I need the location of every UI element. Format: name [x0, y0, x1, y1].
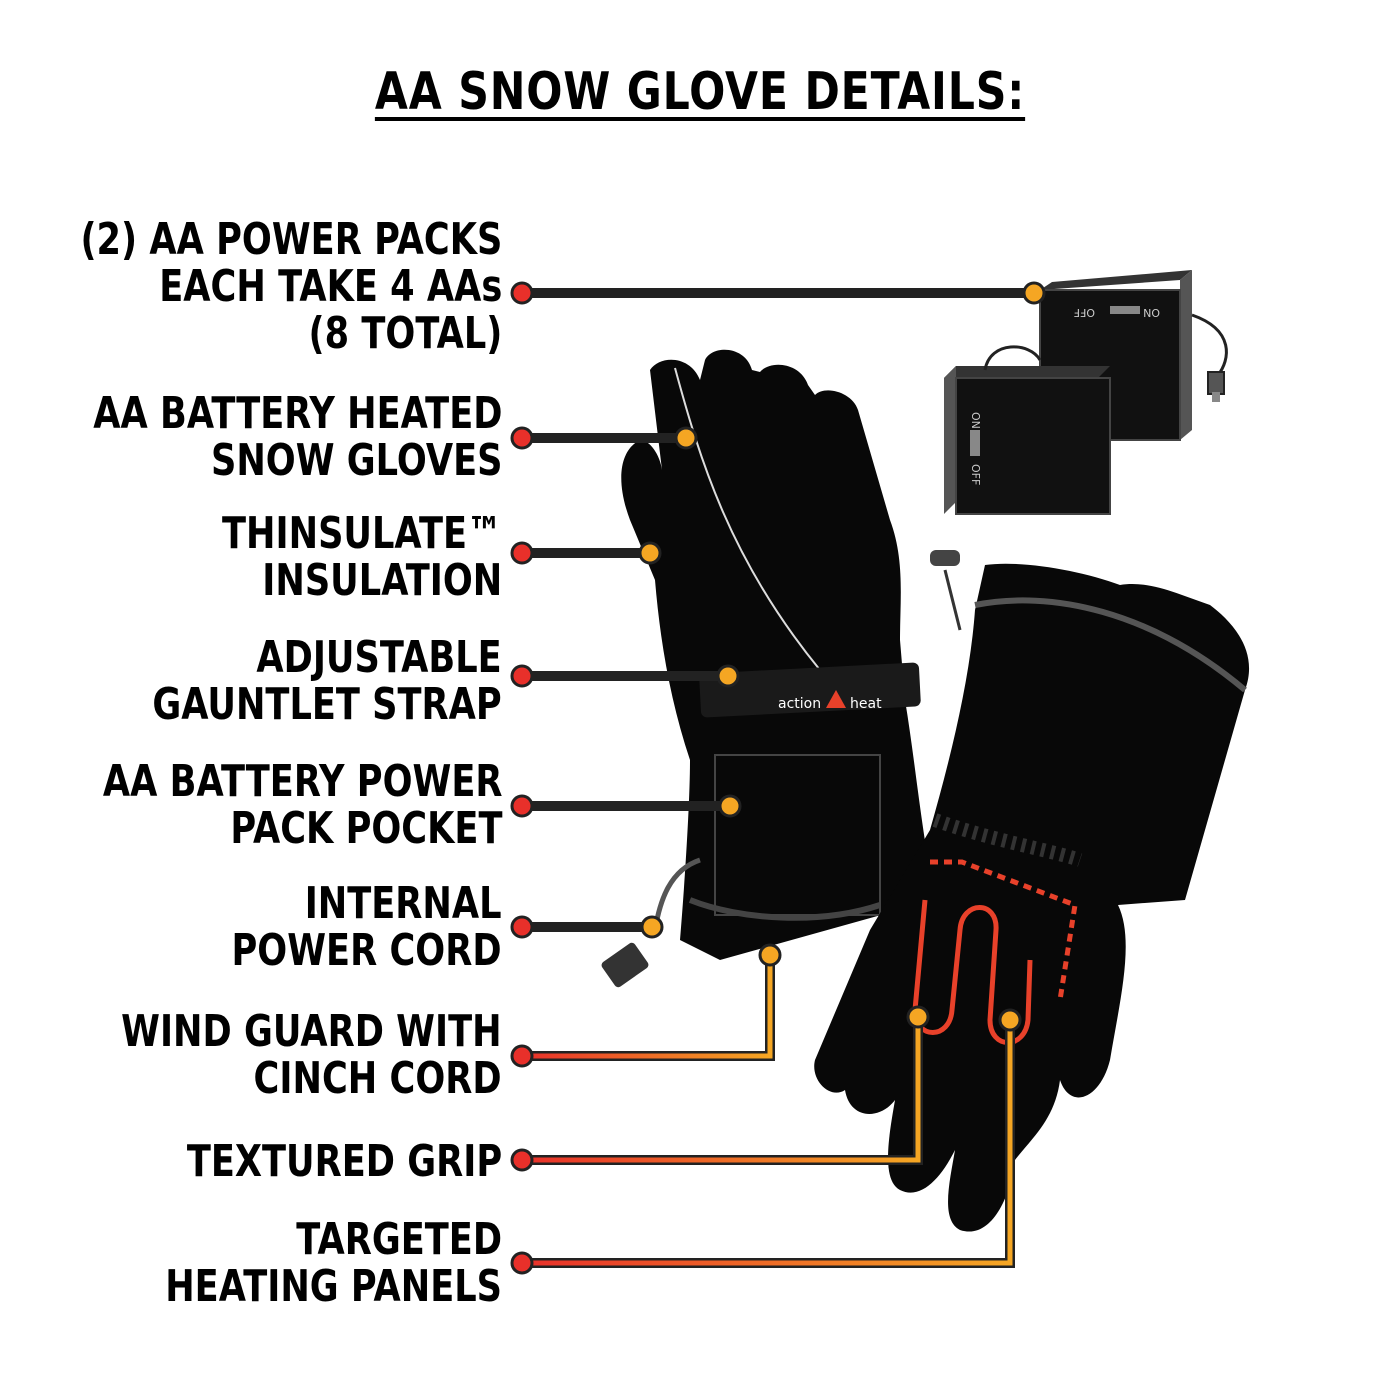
label-line: AA BATTERY POWER: [102, 756, 502, 807]
label-line: THINSULATE™: [221, 508, 502, 559]
leader-dot: [510, 1251, 534, 1275]
power-connector: [601, 942, 649, 988]
label-line: EACH TAKE 4 AAs: [158, 261, 502, 312]
label-line: AA BATTERY HEATED: [92, 388, 502, 439]
leader-dot: [998, 1008, 1022, 1032]
glove-back: action heat: [601, 349, 935, 988]
label-line: HEATING PANELS: [165, 1261, 502, 1312]
leader-dot: [718, 794, 742, 818]
battery-off-text: OFF: [1074, 306, 1095, 319]
battery-on-text: ON: [969, 412, 982, 429]
label-strap: ADJUSTABLE GAUNTLET STRAP: [153, 634, 502, 728]
label-wind-guard: WIND GUARD WITH CINCH CORD: [122, 1008, 502, 1102]
label-power-packs: (2) AA POWER PACKS EACH TAKE 4 AAs (8 TO…: [80, 216, 502, 357]
leader-dot: [906, 1005, 930, 1029]
leader-dot: [510, 915, 534, 939]
leader-dot: [510, 794, 534, 818]
gauntlet-strap: [699, 662, 921, 718]
leader-dot: [510, 426, 534, 450]
battery-switch[interactable]: [1110, 306, 1140, 314]
battery-on-text: ON: [1143, 306, 1160, 319]
label-line: INSULATION: [262, 555, 502, 606]
label-line: SNOW GLOVES: [210, 435, 502, 486]
leader-dot: [638, 541, 662, 565]
leader-dot: [1022, 281, 1046, 305]
label-line: ADJUSTABLE: [256, 632, 502, 683]
leader-dot: [510, 281, 534, 305]
strap-logo-right: heat: [850, 696, 882, 712]
label-line: POWER CORD: [231, 925, 502, 976]
label-heating: TARGETED HEATING PANELS: [165, 1216, 502, 1310]
leader-dot: [716, 664, 740, 688]
leader-dot: [758, 943, 782, 967]
battery-switch[interactable]: [970, 430, 980, 456]
label-insulation: THINSULATE™ INSULATION: [222, 510, 502, 604]
label-pocket: AA BATTERY POWER PACK POCKET: [102, 758, 502, 852]
leader-dot: [640, 915, 664, 939]
battery-off-text: OFF: [969, 464, 982, 485]
label-gloves: AA BATTERY HEATED SNOW GLOVES: [93, 390, 502, 484]
leader-dot: [510, 1044, 534, 1068]
leader-dot: [510, 541, 534, 565]
label-line: CINCH CORD: [253, 1053, 502, 1104]
cinch-cord-toggle: [930, 550, 960, 566]
flame-icon: [826, 690, 846, 708]
label-cord: INTERNAL POWER CORD: [232, 880, 502, 974]
label-line: PACK POCKET: [229, 803, 502, 854]
label-line: WIND GUARD WITH: [121, 1006, 502, 1057]
leader-dot: [674, 426, 698, 450]
label-line: TEXTURED GRIP: [186, 1136, 502, 1187]
heating-panel-outline: [930, 859, 1078, 1001]
label-line: TARGETED: [296, 1214, 502, 1265]
label-line: GAUNTLET STRAP: [152, 679, 502, 730]
page-title: AA SNOW GLOVE DETAILS:: [374, 62, 1026, 122]
label-line: INTERNAL: [305, 878, 502, 929]
battery-pack-front: ON OFF: [944, 345, 1111, 515]
label-line: (2) AA POWER PACKS: [80, 214, 502, 265]
label-line: (8 TOTAL): [308, 308, 502, 359]
leader-dot: [510, 664, 534, 688]
leader-lines: [510, 281, 1046, 1275]
strap-logo-left: action: [778, 696, 821, 712]
leader-dot: [510, 1148, 534, 1172]
label-grip: TEXTURED GRIP: [187, 1138, 502, 1185]
